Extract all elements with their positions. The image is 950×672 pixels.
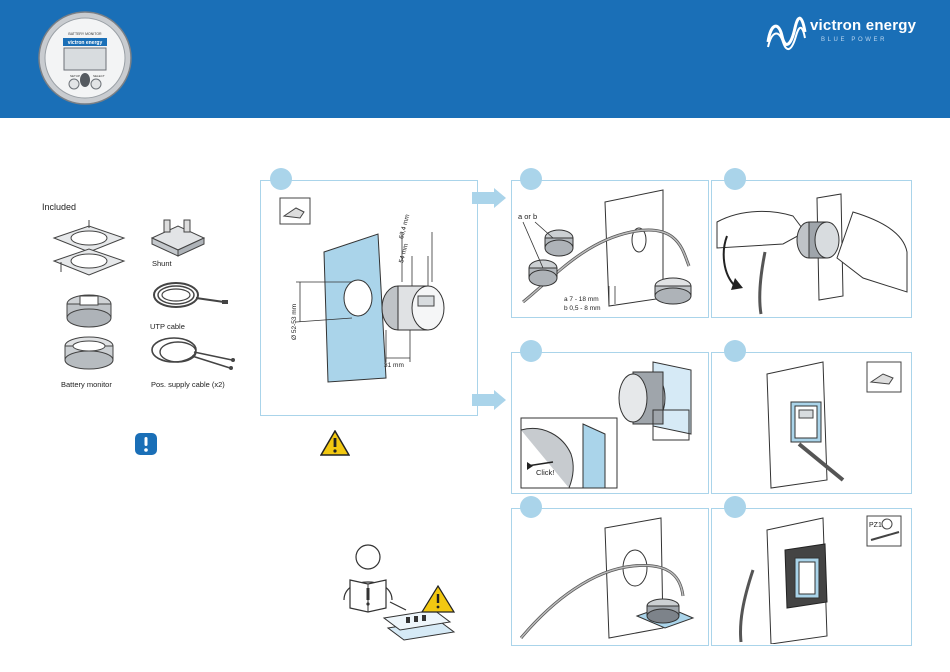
panel-5-illustration — [713, 354, 910, 492]
info-exclamation-icon — [135, 433, 157, 455]
label-click: Click! — [536, 468, 554, 477]
warning-triangle-icon — [320, 430, 350, 456]
device-brand: victron energy — [68, 40, 103, 46]
brand-logo: victron energy BLUE POWER — [765, 16, 925, 52]
label-pos-supply-cable: Pos. supply cable (x2) — [151, 380, 225, 389]
wave-icon — [765, 16, 807, 52]
panel-2-illustration — [513, 182, 707, 316]
included-title: Included — [42, 202, 76, 212]
panel-6-illustration — [513, 510, 707, 644]
brand-name: victron energy — [810, 17, 916, 34]
battery-monitor-image: victron energy BATTERY MONITOR SETUP SEL… — [34, 8, 136, 106]
brand-tagline: BLUE POWER — [821, 37, 887, 43]
label-a-or-b: a or b — [518, 212, 537, 221]
spec-b: b 0,5 - 8 mm — [564, 305, 600, 312]
dim-hole-diameter: Ø 52-53 mm — [291, 304, 298, 340]
shunt-image — [148, 214, 208, 258]
read-manual-illustration — [328, 540, 464, 646]
device-btn-left: SETUP — [70, 74, 80, 78]
spec-a: a 7 - 18 mm — [564, 296, 599, 303]
label-pz1: PZ1 — [869, 522, 882, 529]
device-btn-right: SELECT — [93, 74, 105, 78]
panel-1-illustration — [262, 182, 476, 414]
arrow-right-icon — [472, 188, 506, 208]
label-shunt: Shunt — [152, 259, 172, 268]
panel-3-illustration — [713, 182, 910, 316]
device-title: BATTERY MONITOR — [68, 32, 102, 36]
utp-cable-image — [150, 276, 230, 314]
arrow-right-icon-2 — [472, 390, 506, 410]
panel-7-illustration — [713, 510, 910, 644]
label-battery-monitor: Battery monitor — [61, 380, 112, 389]
included-bezel-parts-image — [44, 216, 134, 376]
pos-supply-cable-image — [148, 330, 238, 376]
dim-depth: 31 mm — [384, 362, 404, 369]
header-banner: victron energy BATTERY MONITOR SETUP SEL… — [0, 0, 950, 118]
